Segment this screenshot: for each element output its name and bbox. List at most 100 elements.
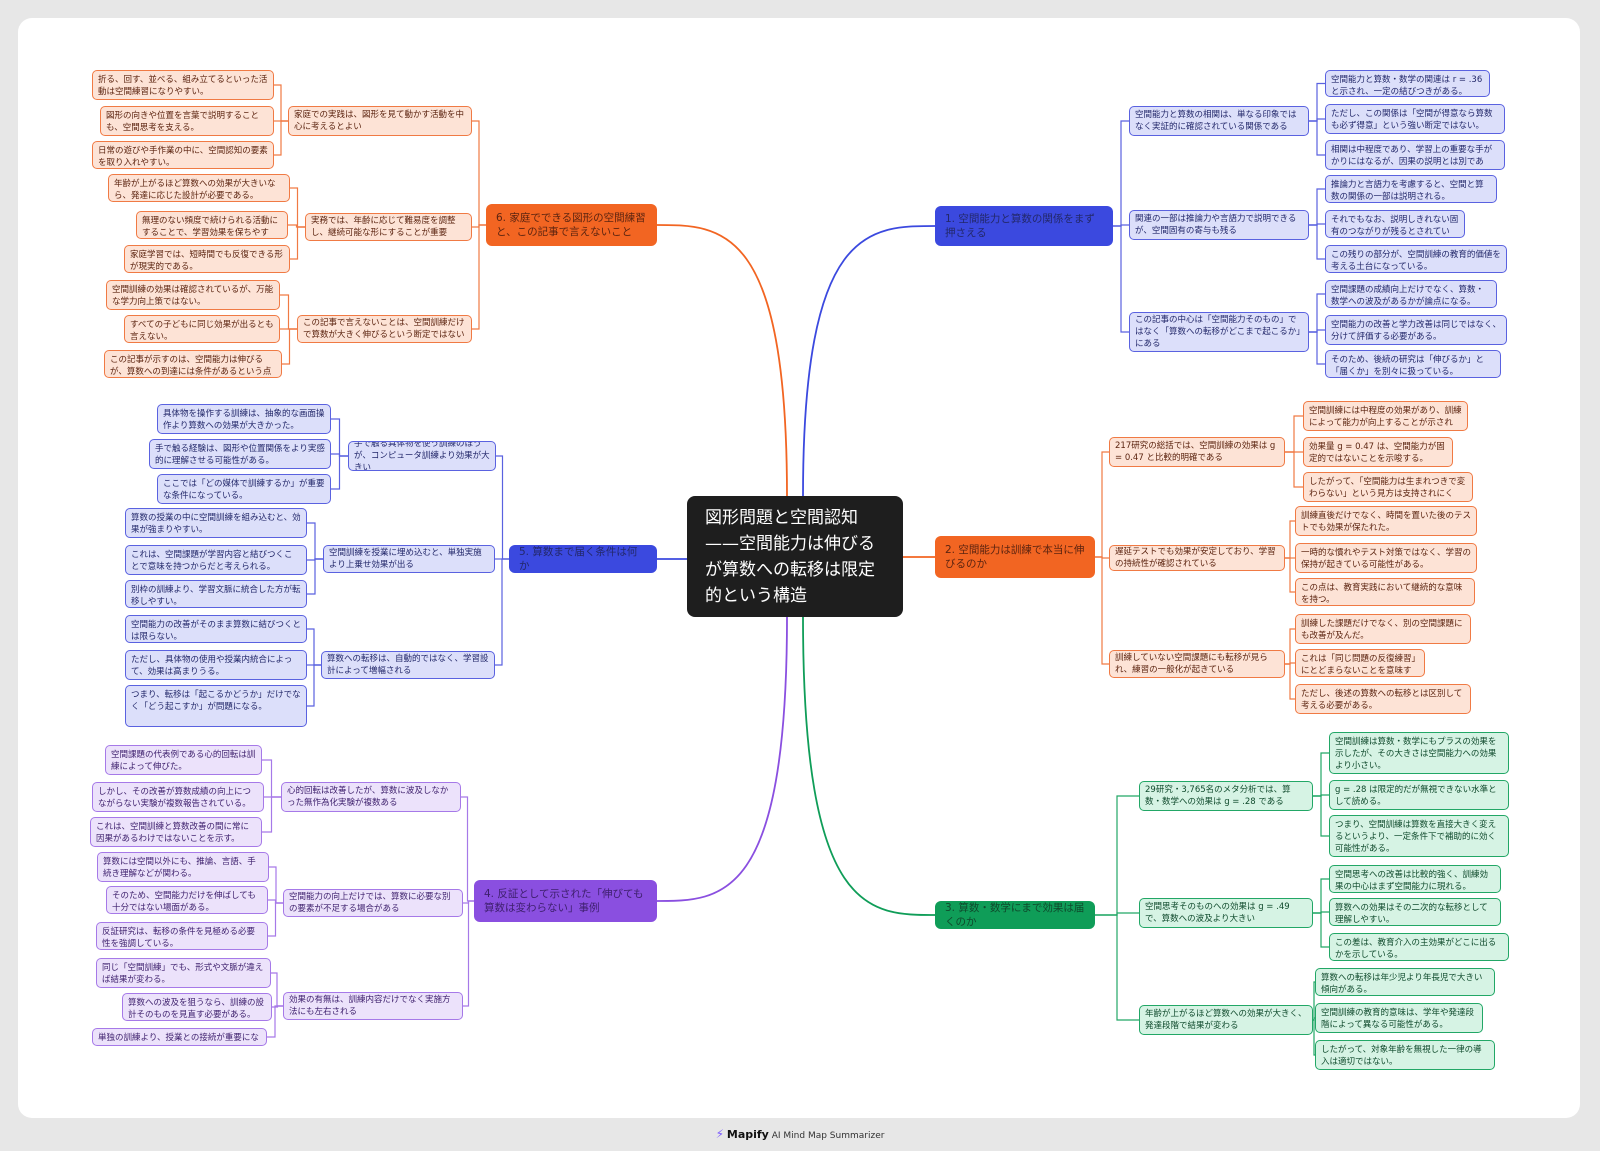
- branch-2-detail-2-1[interactable]: 訓練直後だけでなく、時間を置いた後のテストでも効果が保たれた。: [1295, 506, 1477, 536]
- branch-6-detail-1-1[interactable]: 折る、回す、並べる、組み立てるといった活動は空間練習になりやすい。: [92, 70, 274, 100]
- branch-3-topic-3[interactable]: 年齢が上がるほど算数への効果が大きく、発達段階で結果が変わる: [1139, 1005, 1313, 1035]
- branch-3-detail-2-3-text: この差は、教育介入の主効果がどこに出るかを示している。: [1335, 938, 1497, 960]
- branch-3-detail-3-3[interactable]: したがって、対象年齢を無視した一律の導入は適切ではない。: [1315, 1040, 1495, 1070]
- branch-3-detail-2-1[interactable]: 空間思考への改善は比較的強く、訓練効果の中心はまず空間能力に現れる。: [1329, 865, 1501, 893]
- brand-logo: Mapify: [726, 1128, 769, 1141]
- branch-5-detail-3-1[interactable]: 空間能力の改善がそのまま算数に結びつくとは限らない。: [125, 615, 307, 643]
- branch-5[interactable]: 5. 算数まで届く条件は何か: [509, 545, 657, 573]
- branch-3-detail-1-1[interactable]: 空間訓練は算数・数学にもプラスの効果を示したが、その大きさは空間能力への効果より…: [1329, 732, 1509, 774]
- branch-6-detail-2-1[interactable]: 年齢が上がるほど算数への効果が大きいなら、発達に応じた設計が必要である。: [108, 174, 290, 202]
- branch-4-topic-2[interactable]: 空間能力の向上だけでは、算数に必要な別の要素が不足する場合がある: [283, 889, 463, 917]
- branch-4-detail-1-1[interactable]: 空間課題の代表例である心的回転は訓練によって伸びた。: [105, 745, 262, 775]
- branch-2-detail-1-3[interactable]: したがって、「空間能力は生まれつきで変わらない」という見方は支持されにくい。: [1303, 472, 1473, 502]
- branch-4-detail-2-2-text: そのため、空間能力だけを伸ばしても十分ではない場面がある。: [112, 891, 256, 913]
- branch-2-detail-3-3[interactable]: ただし、後述の算数への転移とは区別して考える必要がある。: [1295, 684, 1471, 714]
- branch-1-topic-2-text: 関連の一部は推論力や言語力で説明できるが、空間固有の寄与も残る: [1135, 214, 1297, 236]
- branch-3-detail-2-3[interactable]: この差は、教育介入の主効果がどこに出るかを示している。: [1329, 933, 1509, 961]
- branch-1-detail-1-1[interactable]: 空間能力と算数・数学の関連は r = .36 と示され、一定の結びつきがある。: [1325, 70, 1490, 97]
- branch-6-topic-3[interactable]: この記事で言えないことは、空間訓練だけで算数が大きく伸びるという断定ではない: [297, 315, 472, 343]
- branch-1[interactable]: 1. 空間能力と算数の関係をまず押さえる: [935, 206, 1113, 246]
- branch-5-topic-2[interactable]: 空間訓練を授業に埋め込むと、単独実施より上乗せ効果が出る: [323, 545, 495, 573]
- branch-2-detail-1-1[interactable]: 空間訓練には中程度の効果があり、訓練によって能力が向上することが示された。: [1303, 401, 1468, 431]
- branch-5-detail-2-2[interactable]: これは、空間課題が学習内容と結びつくことで意味を持つからだと考えられる。: [125, 545, 307, 575]
- branch-4-detail-1-3[interactable]: これは、空間訓練と算数改善の間に常に因果があるわけではないことを示す。: [90, 817, 262, 847]
- branch-2-detail-2-3[interactable]: この点は、教育実践において継続的な意味を持つ。: [1295, 578, 1475, 606]
- branch-2-detail-1-3-text: したがって、「空間能力は生まれつきで変わらない」という見方は支持されにくい。: [1309, 477, 1466, 499]
- branch-5-detail-1-3[interactable]: ここでは「どの媒体で訓練するか」が重要な条件になっている。: [157, 474, 331, 504]
- branch-6-detail-1-2[interactable]: 図形の向きや位置を言葉で説明することも、空間思考を支える。: [100, 106, 274, 136]
- branch-6-detail-1-2-text: 図形の向きや位置を言葉で説明することも、空間思考を支える。: [106, 111, 260, 133]
- branch-1-detail-1-2[interactable]: ただし、この関係は「空間が得意なら算数も必ず得意」という強い断定ではない。: [1325, 104, 1505, 134]
- branch-1-detail-1-3-text: 相関は中程度であり、学習上の重要な手がかりにはなるが、因果の説明とは別である。: [1331, 145, 1493, 167]
- branch-4[interactable]: 4. 反証として示された「伸びても算数は変わらない」事例: [474, 880, 657, 922]
- branch-4-detail-2-2[interactable]: そのため、空間能力だけを伸ばしても十分ではない場面がある。: [106, 886, 268, 914]
- branch-3-detail-1-2[interactable]: g = .28 は限定的だが無視できない水準として読める。: [1329, 780, 1509, 810]
- branch-6-detail-3-3[interactable]: この記事が示すのは、空間能力は伸びるが、算数への到達には条件があるという点である…: [104, 350, 282, 378]
- branch-5-topic-1[interactable]: 手で触る具体物を使う訓練のほうが、コンピュータ訓練より効果が大きい: [348, 441, 496, 471]
- branch-1-detail-2-3[interactable]: この残りの部分が、空間訓練の教育的価値を考える土台になっている。: [1325, 245, 1507, 273]
- branch-2[interactable]: 2. 空間能力は訓練で本当に伸びるのか: [935, 536, 1095, 578]
- root-node[interactable]: 図形問題と空間認知——空間能力は伸びるが算数への転移は限定的という構造: [687, 496, 903, 617]
- branch-1-topic-1[interactable]: 空間能力と算数の相関は、単なる印象ではなく実証的に確認されている関係である: [1129, 106, 1309, 136]
- branch-6-detail-2-2[interactable]: 無理のない頻度で続けられる活動にすることで、学習効果を保ちやすい。: [136, 211, 288, 239]
- branch-2-detail-3-2[interactable]: これは「同じ問題の反復練習」にとどまらないことを意味する。: [1295, 649, 1425, 677]
- branch-6-topic-1[interactable]: 家庭での実践は、図形を見て動かす活動を中心に考えるとよい: [288, 106, 472, 136]
- branch-6-detail-1-3[interactable]: 日常の遊びや手作業の中に、空間認知の要素を取り入れやすい。: [92, 141, 274, 169]
- branch-4-detail-3-2[interactable]: 算数への波及を狙うなら、訓練の設計そのものを見直す必要がある。: [122, 993, 272, 1021]
- branch-3-topic-3-text: 年齢が上がるほど算数への効果が大きく、発達段階で結果が変わる: [1145, 1009, 1307, 1031]
- branch-2-detail-2-2[interactable]: 一時的な慣れやテスト対策ではなく、学習の保持が起きている可能性がある。: [1295, 543, 1477, 573]
- branch-3-detail-2-2[interactable]: 算数への効果はその二次的な転移として理解しやすい。: [1329, 898, 1501, 926]
- branch-6-topic-2[interactable]: 実務では、年齢に応じて難易度を調整し、継続可能な形にすることが重要: [305, 213, 472, 241]
- branch-1-detail-3-2[interactable]: 空間能力の改善と学力改善は同じではなく、分けて評価する必要がある。: [1325, 315, 1507, 345]
- branch-1-detail-1-3[interactable]: 相関は中程度であり、学習上の重要な手がかりにはなるが、因果の説明とは別である。: [1325, 140, 1505, 170]
- branch-6-detail-1-3-text: 日常の遊びや手作業の中に、空間認知の要素を取り入れやすい。: [98, 146, 268, 168]
- branch-6-topic-3-text: この記事で言えないことは、空間訓練だけで算数が大きく伸びるという断定ではない: [303, 318, 465, 340]
- branch-5-detail-2-1[interactable]: 算数の授業の中に空間訓練を組み込むと、効果が強まりやすい。: [125, 508, 307, 538]
- branch-3-detail-3-2[interactable]: 空間訓練の教育的意味は、学年や発達段階によって異なる可能性がある。: [1315, 1003, 1483, 1033]
- branch-6-detail-2-3[interactable]: 家庭学習では、短時間でも反復できる形が現実的である。: [124, 245, 290, 273]
- branch-3-text: 3. 算数・数学にまで効果は届くのか: [945, 902, 1085, 928]
- branch-4-detail-1-2[interactable]: しかし、その改善が算数成績の向上につながらない実験が複数報告されている。: [92, 782, 264, 812]
- branch-4-topic-1[interactable]: 心的回転は改善したが、算数に波及しなかった無作為化実験が複数ある: [281, 782, 461, 812]
- branch-5-detail-2-3[interactable]: 別枠の訓練より、学習文脈に統合した方が転移しやすい。: [125, 580, 307, 608]
- branch-4-topic-3[interactable]: 効果の有無は、訓練内容だけでなく実施方法にも左右される: [283, 992, 463, 1020]
- branch-2-detail-1-2[interactable]: 効果量 g = 0.47 は、空間能力が固定的ではないことを示唆する。: [1303, 437, 1453, 467]
- branch-5-topic-3[interactable]: 算数への転移は、自動的ではなく、学習設計によって増幅される: [321, 651, 495, 679]
- branch-2-topic-2[interactable]: 遅延テストでも効果が安定しており、学習の持続性が確認されている: [1109, 545, 1285, 571]
- branch-2-detail-3-1[interactable]: 訓練した課題だけでなく、別の空間課題にも改善が及んだ。: [1295, 614, 1471, 644]
- branch-1-detail-3-1[interactable]: 空間課題の成績向上だけでなく、算数・数学への波及があるかが論点になる。: [1325, 280, 1497, 308]
- branch-5-detail-1-2[interactable]: 手で触る経験は、図形や位置関係をより実感的に理解させる可能性がある。: [149, 439, 331, 469]
- branch-5-detail-3-3[interactable]: つまり、転移は「起こるかどうか」だけでなく「どう起こすか」が問題になる。: [125, 685, 307, 727]
- branch-5-detail-2-1-text: 算数の授業の中に空間訓練を組み込むと、効果が強まりやすい。: [131, 513, 301, 535]
- branch-3-topic-1[interactable]: 29研究・3,765名のメタ分析では、算数・数学への効果は g = .28 であ…: [1139, 781, 1313, 811]
- branch-2-detail-3-3-text: ただし、後述の算数への転移とは区別して考える必要がある。: [1301, 689, 1463, 711]
- branch-6-detail-3-2-text: すべての子どもに同じ効果が出るとも言えない。: [130, 320, 274, 342]
- branch-2-topic-3[interactable]: 訓練していない空間課題にも転移が見られ、練習の一般化が起きている: [1109, 650, 1285, 678]
- branch-2-topic-1[interactable]: 217研究の総括では、空間訓練の効果は g = 0.47 と比較的明確である: [1109, 437, 1285, 467]
- branch-6-detail-2-2-text: 無理のない頻度で続けられる活動にすることで、学習効果を保ちやすい。: [142, 216, 279, 238]
- footer: ⚡ Mapify AI Mind Map Summarizer: [0, 1127, 1600, 1141]
- branch-5-detail-3-2[interactable]: ただし、具体物の使用や授業内統合によって、効果は高まりうる。: [125, 650, 307, 680]
- branch-4-detail-2-3[interactable]: 反証研究は、転移の条件を見極める必要性を強調している。: [96, 922, 268, 950]
- branch-3-detail-3-1[interactable]: 算数への転移は年少児より年長児で大きい傾向がある。: [1315, 968, 1495, 996]
- branch-1-detail-2-2[interactable]: それでもなお、説明しきれない固有のつながりが残るとされている。: [1325, 210, 1465, 238]
- branch-6-detail-2-3-text: 家庭学習では、短時間でも反復できる形が現実的である。: [130, 250, 283, 272]
- branch-4-detail-3-1[interactable]: 同じ「空間訓練」でも、形式や文脈が違えば結果が変わる。: [96, 958, 271, 988]
- branch-5-detail-2-2-text: これは、空間課題が学習内容と結びつくことで意味を持つからだと考えられる。: [131, 550, 293, 572]
- branch-5-detail-3-2-text: ただし、具体物の使用や授業内統合によって、効果は高まりうる。: [131, 655, 293, 677]
- branch-6[interactable]: 6. 家庭でできる図形の空間練習と、この記事で言えないこと: [486, 204, 657, 246]
- branch-6-detail-3-2[interactable]: すべての子どもに同じ効果が出るとも言えない。: [124, 315, 280, 343]
- branch-5-detail-1-1[interactable]: 具体物を操作する訓練は、抽象的な画面操作より算数への効果が大きかった。: [157, 404, 331, 434]
- branch-3-detail-1-3[interactable]: つまり、空間訓練は算数を直接大きく変えるというより、一定条件下で補助的に効く可能…: [1329, 815, 1509, 857]
- branch-3-detail-1-3-text: つまり、空間訓練は算数を直接大きく変えるというより、一定条件下で補助的に効く可能…: [1335, 820, 1497, 854]
- branch-1-detail-3-3[interactable]: そのため、後続の研究は「伸びるか」と「届くか」を別々に扱っている。: [1325, 350, 1501, 378]
- branch-3-topic-2[interactable]: 空間思考そのものへの効果は g = .49 で、算数への波及より大きい: [1139, 898, 1313, 928]
- branch-1-topic-3[interactable]: この記事の中心は「空間能力そのもの」ではなく「算数への転移がどこまで起こるか」に…: [1129, 312, 1309, 352]
- branch-4-detail-3-3[interactable]: 単独の訓練より、授業との接続が重要になる。: [92, 1028, 267, 1046]
- branch-1-topic-2[interactable]: 関連の一部は推論力や言語力で説明できるが、空間固有の寄与も残る: [1129, 210, 1309, 240]
- branch-6-detail-3-1[interactable]: 空間訓練の効果は確認されているが、万能な学力向上策ではない。: [106, 280, 280, 310]
- branch-4-detail-2-1[interactable]: 算数には空間以外にも、推論、言語、手続き理解などが関わる。: [97, 852, 269, 882]
- branch-1-detail-2-1[interactable]: 推論力と言語力を考慮すると、空間と算数の関係の一部は説明される。: [1325, 175, 1497, 203]
- branch-4-detail-2-3-text: 反証研究は、転移の条件を見極める必要性を強調している。: [102, 927, 256, 949]
- branch-3[interactable]: 3. 算数・数学にまで効果は届くのか: [935, 901, 1095, 929]
